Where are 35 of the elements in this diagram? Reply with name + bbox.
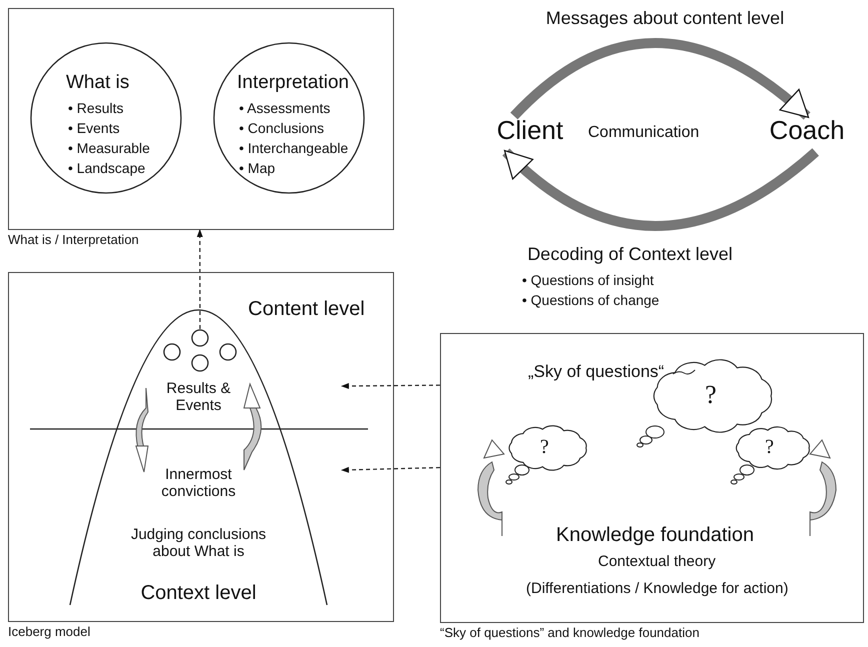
circle-heading: Interpretation [237, 72, 349, 94]
list-item: • Results [68, 100, 124, 116]
center-label: Communication [588, 124, 700, 142]
subtitle: (Differentiations / Knowledge for action) [526, 580, 788, 598]
list-item: • Events [68, 120, 120, 136]
list-item: • Interchangeable [239, 140, 348, 156]
iceberg-text: Results & Events [165, 380, 232, 414]
list-item: • Landscape [68, 160, 146, 176]
question-mark: ? [765, 436, 774, 459]
section-heading: Knowledge foundation [556, 524, 754, 547]
dashed-arrow [340, 383, 440, 390]
list-item: • Assessments [239, 100, 330, 116]
circle-heading: What is [66, 72, 130, 94]
list-item: • Measurable [68, 140, 150, 156]
role-label: Client [496, 116, 564, 146]
list-item: • Questions of change [522, 292, 660, 308]
list-item: • Conclusions [239, 120, 324, 136]
curved-arrow [510, 38, 810, 120]
level-heading: Content level [248, 298, 365, 321]
list-item: • Map [239, 160, 276, 176]
dashed-arrow [340, 466, 440, 473]
panel-caption: “Sky of questions” and knowledge foundation [440, 626, 700, 641]
list-item: • Questions of insight [522, 272, 654, 288]
question-mark: ? [705, 380, 717, 410]
level-heading: Context level [140, 582, 258, 605]
panel-caption: Iceberg model [8, 625, 90, 640]
iceberg-text: Innermost convictions [160, 466, 237, 500]
question-mark: ? [540, 436, 549, 459]
dashed-arrow [196, 229, 203, 329]
role-label: Coach [768, 116, 846, 146]
panel-caption: What is / Interpretation [8, 233, 139, 248]
iceberg-text: Judging conclusions about What is [130, 526, 268, 560]
curved-arrow [502, 148, 819, 231]
cloud-caption: „Sky of questions“ [528, 362, 664, 382]
subtitle: Contextual theory [598, 553, 716, 570]
